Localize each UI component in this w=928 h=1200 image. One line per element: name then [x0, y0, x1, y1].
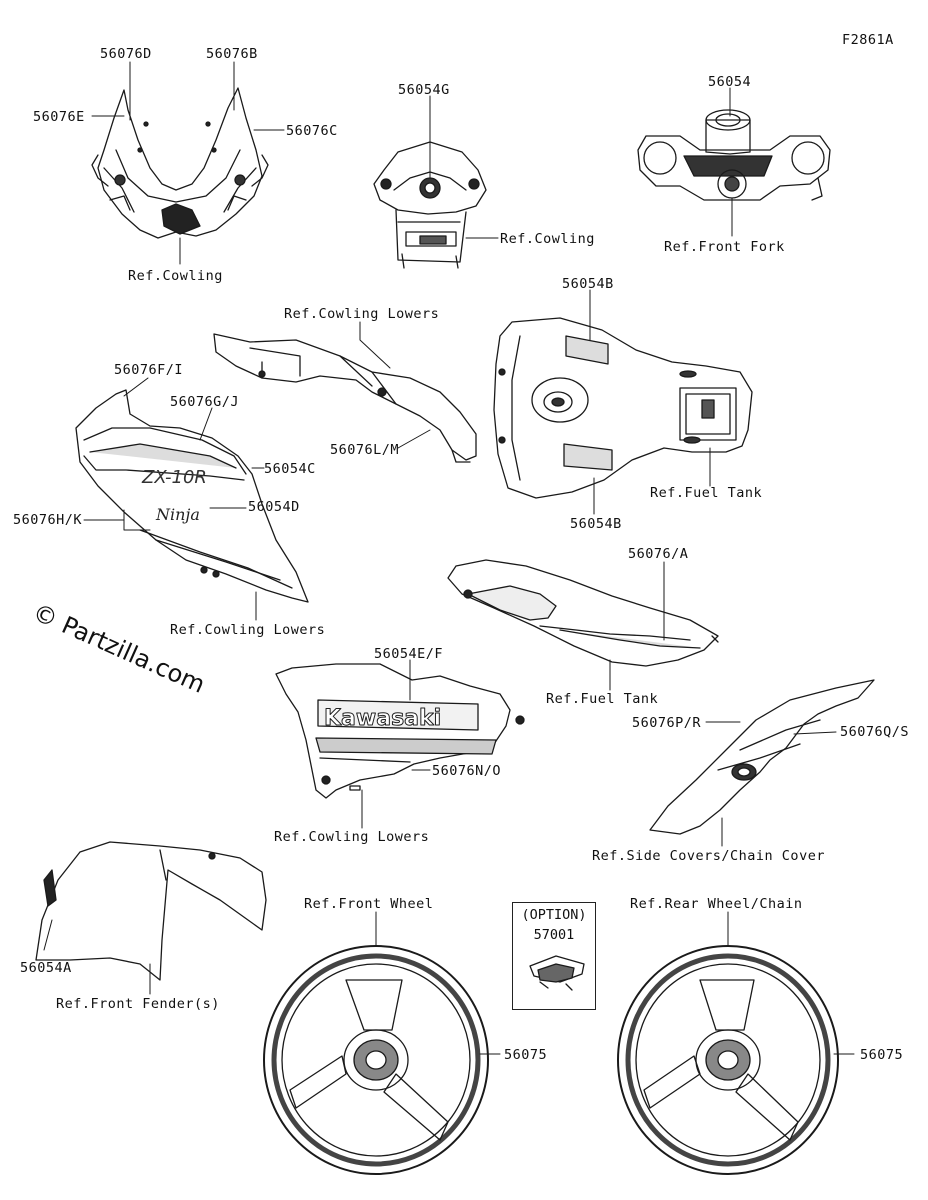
label-56075-right: 56075	[860, 1047, 904, 1063]
label-ref-cowling-lowers-2: Ref.Cowling Lowers	[170, 622, 326, 638]
side-fairing-part: ZX-10R Ninja	[75, 389, 309, 603]
label-56075-left: 56075	[504, 1047, 548, 1063]
leader-lines	[43, 61, 855, 1055]
fuel-tank-part	[493, 317, 753, 499]
option-clip-part	[529, 955, 585, 991]
label-option: (OPTION)	[521, 907, 587, 923]
label-ref-side-covers: Ref.Side Covers/Chain Cover	[592, 848, 825, 864]
label-56076Q-S: 56076Q/S	[840, 724, 910, 740]
label-56054C: 56054C	[264, 461, 316, 477]
label-56076F-I: 56076F/I	[114, 362, 184, 378]
label-56054B-bottom: 56054B	[570, 516, 622, 532]
label-56076B: 56076B	[206, 46, 258, 62]
label-ref-cowling-lowers-1: Ref.Cowling Lowers	[284, 306, 440, 322]
upper-cowling-part	[91, 87, 269, 239]
label-ref-cowling-lowers-3: Ref.Cowling Lowers	[274, 829, 430, 845]
side-cover-part	[447, 559, 719, 667]
label-ref-front-fork: Ref.Front Fork	[664, 239, 785, 255]
label-56076G-J: 56076G/J	[170, 394, 240, 410]
label-56076H-K: 56076H/K	[13, 512, 83, 528]
zx10r-decal: ZX-10R	[141, 467, 207, 488]
ninja-decal: Ninja	[155, 505, 200, 524]
label-56054: 56054	[708, 74, 752, 90]
label-56076N-O: 56076N/O	[432, 763, 502, 779]
label-ref-rear-wheel: Ref.Rear Wheel/Chain	[630, 896, 803, 912]
label-56054A: 56054A	[20, 960, 72, 976]
label-56076C: 56076C	[286, 123, 338, 139]
option-box: (OPTION) 57001	[512, 902, 596, 1010]
label-56054E-F: 56054E/F	[374, 646, 444, 662]
label-ref-front-fender: Ref.Front Fender(s)	[56, 996, 220, 1012]
label-56054B-top: 56054B	[562, 276, 614, 292]
label-ref-cowling-1: Ref.Cowling	[128, 268, 223, 284]
figure-code: F2861A	[842, 32, 894, 48]
rear-seat-cowl-part	[373, 141, 487, 269]
label-ref-front-wheel: Ref.Front Wheel	[304, 896, 434, 912]
label-ref-fuel-tank-2: Ref.Fuel Tank	[546, 691, 659, 707]
kawasaki-decal: Kawasaki	[324, 706, 441, 731]
label-57001: 57001	[533, 927, 575, 943]
label-56054G: 56054G	[398, 82, 450, 98]
label-56076E: 56076E	[33, 109, 85, 125]
label-56054D: 56054D	[248, 499, 300, 515]
front-wheel-part	[263, 945, 489, 1175]
label-56076D: 56076D	[100, 46, 152, 62]
label-56076-A: 56076/A	[628, 546, 689, 562]
top-triple-clamp-part	[637, 109, 831, 201]
rear-wheel-part	[617, 945, 839, 1175]
front-fender-part	[35, 841, 267, 981]
tail-section-part	[649, 679, 875, 835]
label-ref-fuel-tank-1: Ref.Fuel Tank	[650, 485, 763, 501]
label-56076P-R: 56076P/R	[632, 715, 702, 731]
label-56076L-M: 56076L/M	[330, 442, 400, 458]
lower-cowling-part: Kawasaki	[275, 663, 525, 799]
label-ref-cowling-2: Ref.Cowling	[500, 231, 595, 247]
cowling-lower-upper-part	[213, 333, 477, 463]
